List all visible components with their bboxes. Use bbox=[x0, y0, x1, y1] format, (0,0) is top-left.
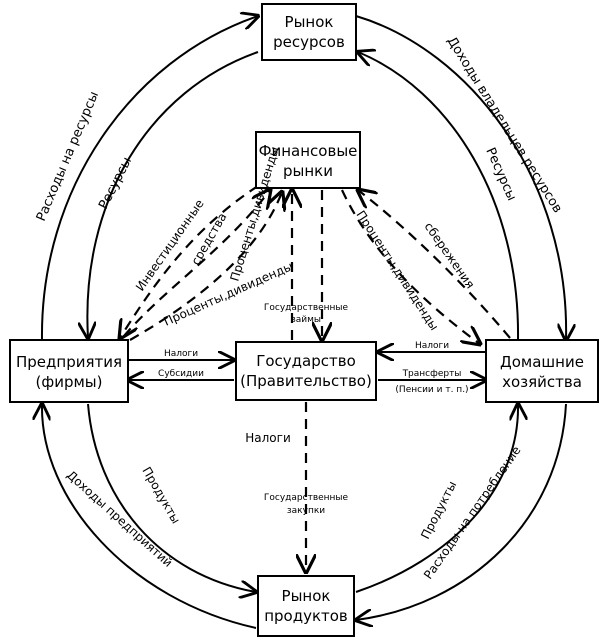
arrow-interest-dividends-right bbox=[341, 189, 480, 344]
firms-line2: (фирмы) bbox=[36, 373, 103, 391]
node-households bbox=[485, 339, 599, 403]
government-line1: Государство bbox=[256, 352, 356, 370]
arrow-resources-to-firms bbox=[87, 51, 259, 338]
label-gov-purchases-2: закупки bbox=[287, 506, 325, 516]
label-gov-purchases-1: Государственные bbox=[264, 493, 349, 503]
arrow-resources-from-households bbox=[358, 52, 520, 341]
arrow-firm-income bbox=[42, 404, 257, 629]
label-savings: сбережения bbox=[422, 220, 478, 291]
label-gov-loans-1: Государственные bbox=[264, 303, 349, 313]
label-interest-dividends-left: Проценты,дивиденды bbox=[227, 145, 281, 283]
arrow-owner-income bbox=[355, 15, 566, 340]
label-transfers: Трансферты bbox=[402, 369, 462, 379]
resource-market-line2: ресурсов bbox=[273, 33, 345, 51]
product-market-line2: продуктов bbox=[264, 607, 348, 625]
node-financial-markets bbox=[255, 131, 361, 189]
node-product-market bbox=[257, 575, 355, 637]
arrow-products-from-firms bbox=[87, 403, 256, 592]
label-transfers-note: (Пенсии и т. п.) bbox=[395, 385, 468, 395]
households-line2: хозяйства bbox=[502, 373, 582, 391]
label-gov-loans-2: займы bbox=[291, 315, 321, 325]
label-resources-left: Ресурсы bbox=[96, 155, 135, 212]
arrow-savings bbox=[358, 190, 511, 339]
label-subsidies: Субсидии bbox=[158, 369, 204, 379]
financial-markets-line1: Финансовые bbox=[259, 142, 358, 160]
arrow-consumption-spending bbox=[356, 403, 567, 620]
arrow-products-to-households bbox=[355, 404, 518, 593]
node-firms bbox=[9, 339, 129, 403]
label-products-left: Продукты bbox=[139, 465, 183, 527]
node-resource-market bbox=[261, 3, 357, 61]
label-taxes-center: Налоги bbox=[245, 431, 291, 445]
product-market-line1: Рынок bbox=[282, 587, 331, 605]
arrow-interest-dividends-firms bbox=[129, 192, 282, 341]
label-taxes-households: Налоги bbox=[415, 341, 449, 351]
financial-markets-line2: рынки bbox=[283, 162, 333, 180]
label-resources-right: Ресурсы bbox=[482, 146, 519, 204]
label-taxes-firms: Налоги bbox=[164, 349, 198, 359]
government-line2: (Правительство) bbox=[240, 372, 372, 390]
firms-line1: Предприятия bbox=[16, 353, 122, 371]
label-resource-spending: Расходы на ресурсы bbox=[34, 89, 102, 223]
arrow-interest-dividends-left bbox=[123, 190, 270, 337]
label-investment-funds-1: Инвестиционные bbox=[133, 197, 207, 294]
node-government bbox=[235, 341, 377, 401]
arrow-resource-spending bbox=[40, 16, 258, 341]
resource-market-line1: Рынок bbox=[285, 13, 334, 31]
households-line1: Домашние bbox=[500, 353, 584, 371]
